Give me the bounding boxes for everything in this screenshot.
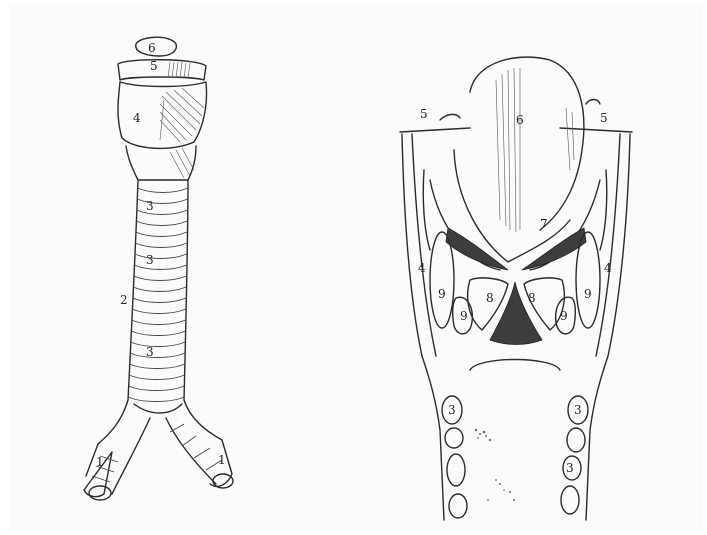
hyoid-band-shape	[118, 60, 206, 80]
carina-shape	[134, 404, 182, 413]
label-left-4: 4	[133, 111, 141, 125]
tracheal-ring	[131, 342, 185, 347]
tracheal-ring	[133, 298, 186, 303]
epiglottis-shape	[136, 37, 177, 56]
label-right-8-left: 8	[486, 291, 494, 305]
left-panel-line	[423, 170, 430, 250]
label-right-4-right: 4	[604, 261, 612, 275]
tracheal-ring	[137, 210, 188, 215]
top-bar	[400, 128, 632, 132]
label-left-3-upper: 3	[146, 199, 154, 213]
tracheal-ring	[134, 276, 187, 281]
label-right-6: 6	[516, 113, 524, 127]
label-left-5: 5	[150, 59, 158, 73]
label-right-3-lower-right: 3	[566, 461, 574, 475]
right-bronchus-opening	[213, 474, 233, 488]
trachea-right-wall	[184, 180, 222, 440]
left-figure-trachea: 6 5 4 3 3 2 3 1 1	[84, 37, 233, 500]
label-right-9-outer-left: 9	[438, 287, 446, 301]
tracheal-ring	[129, 375, 184, 380]
label-left-1-right: 1	[218, 453, 226, 467]
trachea-left-wall	[98, 180, 138, 444]
label-left-3-middle: 3	[146, 253, 154, 267]
label-right-3-right: 3	[574, 403, 582, 417]
tracheal-ring	[130, 353, 185, 358]
label-right-4-left: 4	[418, 261, 426, 275]
trachea-top	[470, 360, 560, 371]
tracheal-ring	[135, 254, 187, 259]
texture-dots	[475, 429, 515, 501]
right-horn	[586, 100, 600, 105]
right-bronchus-inner	[166, 418, 216, 484]
left-horn	[440, 114, 460, 120]
left-ring-2	[445, 428, 463, 448]
label-right-5-right: 5	[600, 111, 608, 125]
left-bronchus-opening	[89, 486, 111, 500]
left-bronchus-inner	[112, 418, 150, 494]
epiglottis-shape-right	[470, 57, 584, 230]
right-panel-line	[600, 170, 607, 250]
label-right-7: 7	[540, 217, 548, 231]
label-right-3-left: 3	[448, 403, 456, 417]
left-outer-oval	[430, 232, 454, 328]
label-right-9-inner-left: 9	[460, 309, 468, 323]
right-ring-4	[561, 486, 579, 514]
tracheal-ring	[135, 243, 187, 248]
right-ring-2	[567, 428, 585, 452]
label-right-9-inner-right: 9	[560, 309, 568, 323]
label-left-6: 6	[148, 41, 156, 55]
left-dark-recess	[446, 228, 508, 270]
right-figure-larynx: 5 5 6 7 4 4 9 9 9 9 8 8 3 3 3	[400, 57, 632, 520]
inner-right-wall	[596, 134, 620, 356]
tracheal-ring	[138, 188, 188, 193]
tracheal-ring	[136, 232, 187, 237]
outer-right-wall	[586, 134, 630, 520]
label-right-5-left: 5	[420, 107, 428, 121]
tracheal-ring	[136, 221, 187, 226]
tracheal-ring	[134, 265, 186, 270]
right-outer-oval	[576, 232, 600, 328]
tracheal-ring	[131, 331, 185, 336]
label-left-2: 2	[120, 293, 128, 307]
tracheal-ring	[129, 386, 185, 391]
tracheal-ring	[132, 309, 186, 314]
label-left-1-left: 1	[96, 455, 104, 469]
tracheal-ring	[133, 287, 186, 292]
tracheal-ring	[130, 364, 185, 369]
tracheal-ring	[137, 199, 188, 204]
left-ring-3	[447, 454, 465, 486]
label-right-9-outer-right: 9	[584, 287, 592, 301]
tracheal-ring	[128, 397, 184, 402]
label-right-8-right: 8	[528, 291, 536, 305]
label-left-3-lower: 3	[146, 345, 154, 359]
cricoid-cartilage-shape	[126, 146, 196, 180]
left-ring-4	[449, 494, 467, 518]
tracheal-ring	[132, 320, 186, 325]
